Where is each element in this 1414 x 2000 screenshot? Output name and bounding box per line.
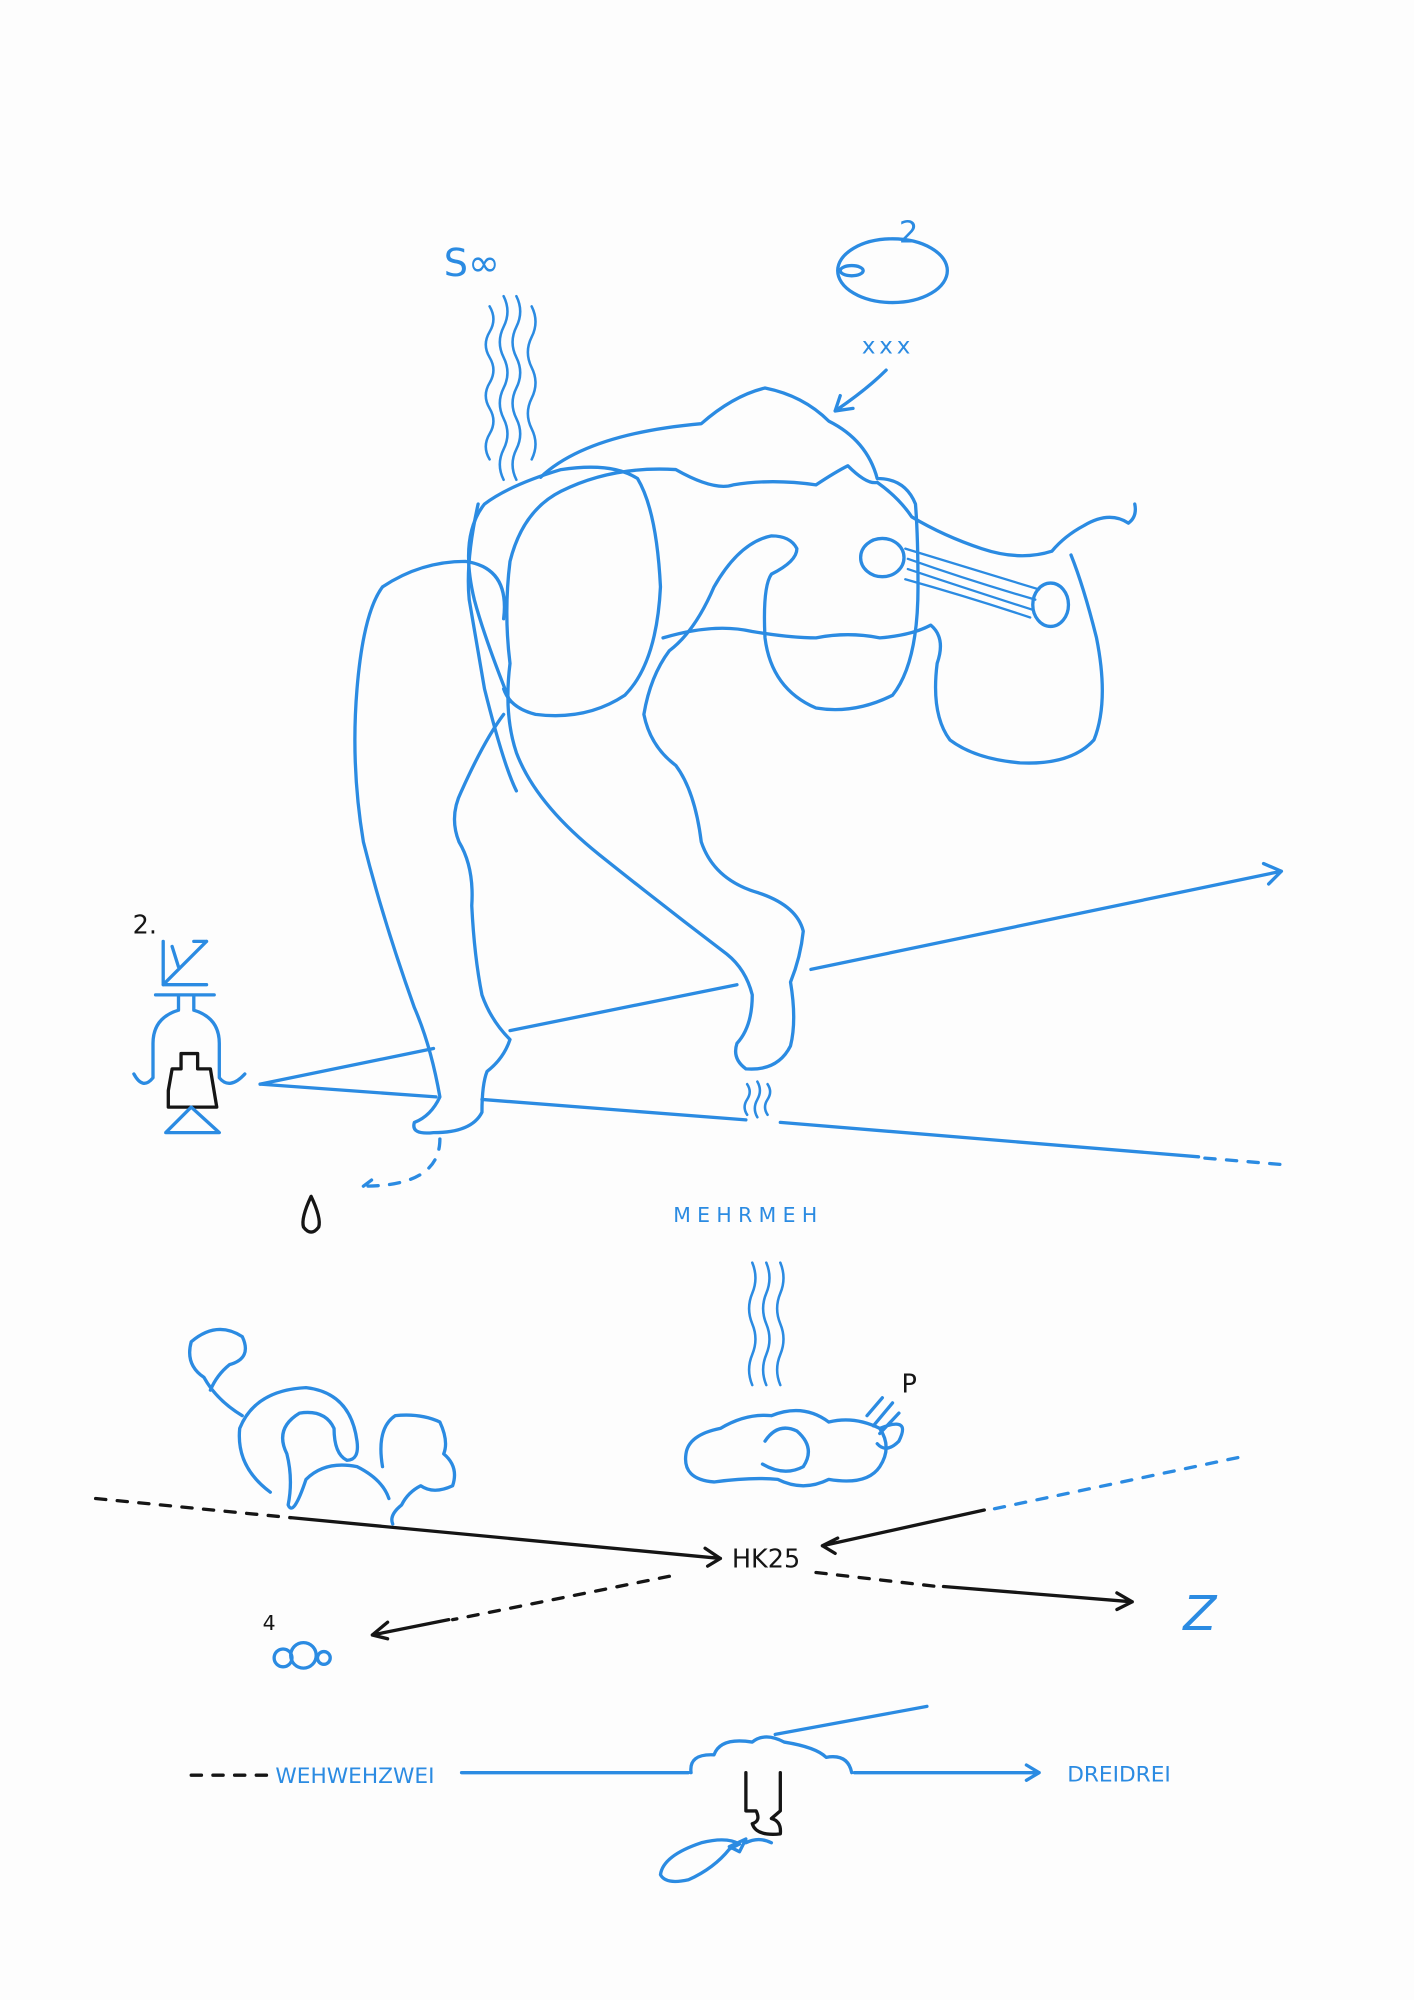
bending-figure: [353, 386, 1137, 1135]
steam-lines-top: [484, 294, 537, 482]
curled-creature: [188, 1327, 457, 1526]
hk25-label: HK25: [732, 1544, 800, 1574]
cloud-creature: [683, 1396, 905, 1488]
ground-plane: [258, 861, 1284, 1234]
drip-path: [361, 1137, 442, 1188]
kisses-arrow: [833, 368, 888, 413]
orbit-mark: 2: [899, 216, 918, 251]
crossing-lines: [93, 1454, 1245, 1641]
bottom-line: [189, 1704, 1041, 1884]
drop-icon: [301, 1194, 321, 1234]
dreidrei-text: DREIDREI: [1067, 1763, 1171, 1788]
wehwehzwei-text: WEHWEHZWEI: [275, 1764, 434, 1789]
orbit-ellipse: [836, 237, 949, 305]
infinity-mark: S∞: [444, 241, 500, 286]
mehrmeh-text: MEHRMEH: [673, 1203, 823, 1227]
weight-number: 2.: [133, 911, 157, 941]
steam-lines-middle: [747, 1261, 785, 1387]
kisses-text: xxx: [862, 334, 914, 360]
p-mark: P: [901, 1370, 916, 1400]
weight-symbol: 2.: [132, 911, 247, 1135]
z-mark: Z: [1181, 1586, 1218, 1642]
small-blob: [272, 1640, 332, 1670]
four-mark: 4: [263, 1611, 276, 1635]
